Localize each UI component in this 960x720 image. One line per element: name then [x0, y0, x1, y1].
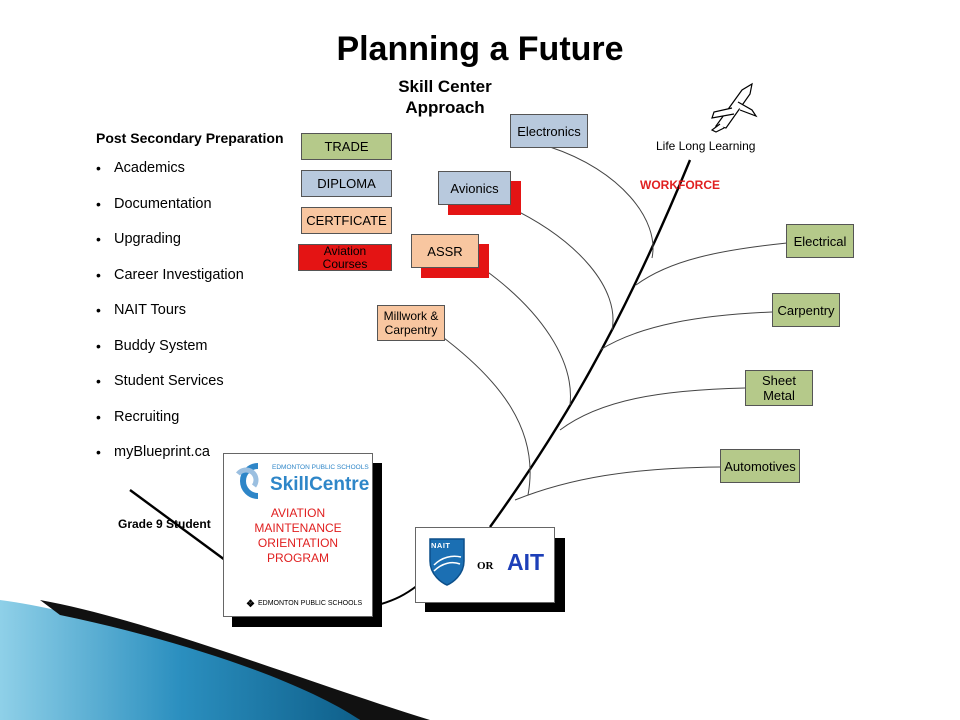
- trade-box: TRADE: [301, 133, 392, 160]
- electrical-box: Electrical: [786, 224, 854, 258]
- program-line4: PROGRAM: [266, 551, 329, 565]
- prep-item: Documentation: [96, 196, 244, 232]
- prep-heading: Post Secondary Preparation: [96, 130, 284, 146]
- page-title: Planning a Future: [336, 30, 624, 68]
- decorative-wave: [0, 600, 430, 720]
- branch-avionics: [504, 204, 614, 331]
- millwork-line1: Millwork &: [383, 309, 439, 323]
- prep-list: Academics Documentation Upgrading Career…: [96, 160, 244, 480]
- prep-item: Recruiting: [96, 409, 244, 445]
- program-title: AVIATION MAINTENANCE ORIENTATION PROGRAM: [224, 506, 372, 566]
- millwork-box: Millwork & Carpentry: [377, 305, 445, 341]
- branch-electrical: [635, 242, 788, 286]
- skillcentre-brand: SkillCentre: [270, 474, 370, 495]
- prep-item: Buddy System: [96, 338, 244, 374]
- subtitle-line1: Skill Center: [398, 77, 492, 96]
- automotives-box: Automotives: [720, 449, 800, 483]
- plane-icon: [710, 82, 758, 133]
- prep-item: Student Services: [96, 373, 244, 409]
- eps-footer-icon: ❖: [246, 599, 255, 610]
- branch-carpentry: [599, 311, 773, 351]
- subtitle: Skill Center Approach: [380, 76, 510, 118]
- sheetmetal-box: Sheet Metal: [745, 370, 813, 406]
- prep-item: Upgrading: [96, 231, 244, 267]
- workforce-label: WORKFORCE: [640, 178, 720, 192]
- eps-footer: EDMONTON PUBLIC SCHOOLS: [258, 600, 363, 607]
- branch-electronics: [549, 146, 654, 259]
- sheetmetal-line1: Sheet: [762, 373, 796, 388]
- program-line2: MAINTENANCE: [254, 521, 342, 535]
- connector-line: [377, 584, 419, 606]
- nait-ait-card: NAIT OR AIT: [415, 527, 555, 603]
- aviation-courses-box: Aviation Courses: [298, 244, 392, 271]
- program-line3: ORIENTATION: [257, 536, 339, 550]
- carpentry-box: Carpentry: [772, 293, 840, 327]
- prep-item: NAIT Tours: [96, 302, 244, 338]
- skillcentre-card: EDMONTON PUBLIC SCHOOLS SkillCentre AVIA…: [223, 453, 373, 617]
- branch-sheetmetal: [559, 387, 746, 431]
- avionics-box: Avionics: [438, 171, 511, 205]
- branch-automotives: [514, 466, 721, 501]
- electronics-box: Electronics: [510, 114, 588, 148]
- subtitle-line2: Approach: [405, 98, 485, 117]
- branch-millwork: [439, 334, 531, 496]
- sheetmetal-line2: Metal: [763, 388, 795, 403]
- prep-item: Career Investigation: [96, 267, 244, 303]
- prep-item: myBlueprint.ca: [96, 444, 244, 480]
- life-long-learning-label: Life Long Learning: [656, 139, 756, 153]
- tree-trunk: [489, 159, 692, 528]
- ait-label: AIT: [507, 549, 545, 575]
- grade9-line: [129, 489, 226, 561]
- prep-item: Academics: [96, 160, 244, 196]
- grade9-label: Grade 9 Student: [118, 517, 211, 531]
- nait-shield-icon: [429, 538, 465, 586]
- or-label: OR: [477, 560, 494, 572]
- millwork-line2: Carpentry: [384, 323, 438, 337]
- certificate-box: CERTFICATE: [301, 207, 392, 234]
- skillcentre-logo-icon: [236, 463, 259, 499]
- diploma-box: DIPLOMA: [301, 170, 392, 197]
- skillcentre-eps-small: EDMONTON PUBLIC SCHOOLS: [272, 464, 369, 471]
- assr-box: ASSR: [411, 234, 479, 268]
- program-line1: AVIATION: [270, 506, 326, 520]
- nait-label: NAIT: [431, 541, 451, 550]
- branch-assr: [484, 269, 571, 406]
